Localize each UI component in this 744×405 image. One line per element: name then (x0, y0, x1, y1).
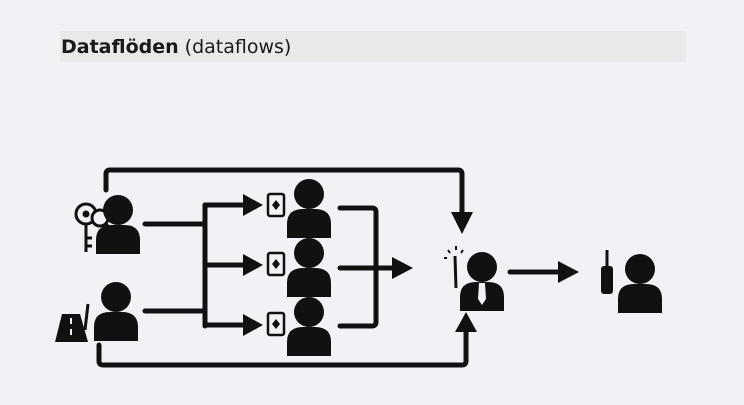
combiner-node (444, 246, 504, 311)
title-subtitle: (dataflows) (184, 35, 292, 58)
processor-node-2 (266, 238, 331, 297)
source-top-node (74, 195, 140, 254)
person-icon (287, 179, 331, 238)
person-icon (618, 254, 662, 313)
arrowhead-consumer (558, 261, 579, 283)
arrowhead-bottom-bypass (455, 312, 477, 332)
consumer-node (601, 250, 662, 313)
card-icon (266, 192, 286, 218)
connector-lines (96, 167, 563, 368)
person-icon (94, 282, 138, 341)
person-icon (287, 297, 331, 356)
arrow-heads (243, 194, 579, 336)
screwdriver-icon (601, 250, 613, 294)
arrowhead-fanout-2 (243, 254, 263, 276)
bypass-bottom-line (96, 327, 469, 368)
arrowhead-fanout-1 (243, 194, 263, 216)
keys-icon (74, 202, 122, 252)
processor-node-1 (266, 179, 331, 238)
processor-node-3 (266, 297, 331, 356)
arrowhead-top-bypass (451, 212, 473, 234)
arrowhead-fanout-3 (243, 314, 263, 336)
road-icon (55, 303, 90, 342)
page-title: Dataflöden (dataflows) (60, 31, 686, 62)
magic-wand-icon (444, 246, 464, 289)
person-icon (287, 238, 331, 297)
card-icon (266, 311, 286, 337)
person-with-tie-icon (460, 252, 504, 311)
title-main: Dataflöden (61, 35, 179, 58)
source-bottom-node (55, 282, 138, 342)
card-icon (266, 251, 286, 277)
bypass-top-line (103, 167, 465, 215)
arrowhead-merge (392, 257, 413, 279)
